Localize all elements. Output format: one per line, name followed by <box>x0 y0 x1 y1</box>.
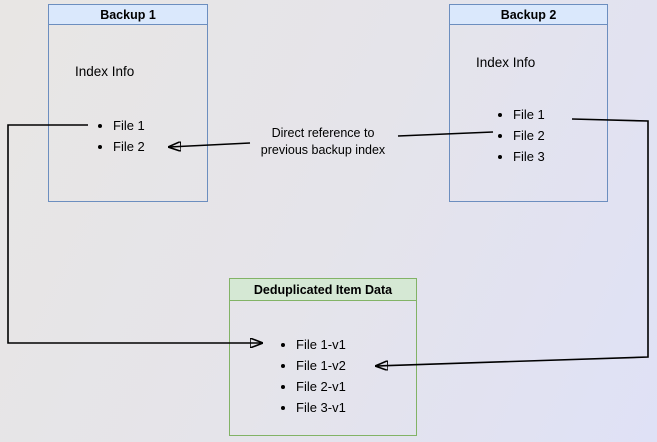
node-backup2-title: Backup 2 <box>450 5 607 25</box>
list-item: File 3-v1 <box>296 397 346 418</box>
node-backup1-index-info-label: Index Info <box>75 64 135 79</box>
node-dedup-file-list: File 1-v1 File 1-v2 File 2-v1 File 3-v1 <box>230 334 346 418</box>
list-item: File 3 <box>513 146 545 167</box>
node-backup1-file-list: File 1 File 2 <box>49 115 145 157</box>
node-deduplicated-item-data: Deduplicated Item Data File 1-v1 File 1-… <box>229 278 417 436</box>
node-backup1-title: Backup 1 <box>49 5 207 25</box>
node-backup1: Backup 1 Index Info File 1 File 2 <box>48 4 208 202</box>
annotation-line-1: Direct reference to <box>271 126 375 140</box>
node-backup2-index-info-label: Index Info <box>476 55 536 70</box>
list-item: File 1 <box>513 104 545 125</box>
annotation-line-2: previous backup index <box>260 143 386 157</box>
list-item: File 1 <box>113 115 145 136</box>
list-item: File 1-v2 <box>296 355 346 376</box>
list-item: File 1-v1 <box>296 334 346 355</box>
list-item: File 2 <box>513 125 545 146</box>
node-dedup-title: Deduplicated Item Data <box>230 279 416 301</box>
list-item: File 2 <box>113 136 145 157</box>
direct-reference-annotation: Direct reference to previous backup inde… <box>233 125 413 159</box>
node-backup2-file-list: File 1 File 2 File 3 <box>450 104 545 167</box>
list-item: File 2-v1 <box>296 376 346 397</box>
node-backup2: Backup 2 Index Info File 1 File 2 File 3 <box>449 4 608 202</box>
